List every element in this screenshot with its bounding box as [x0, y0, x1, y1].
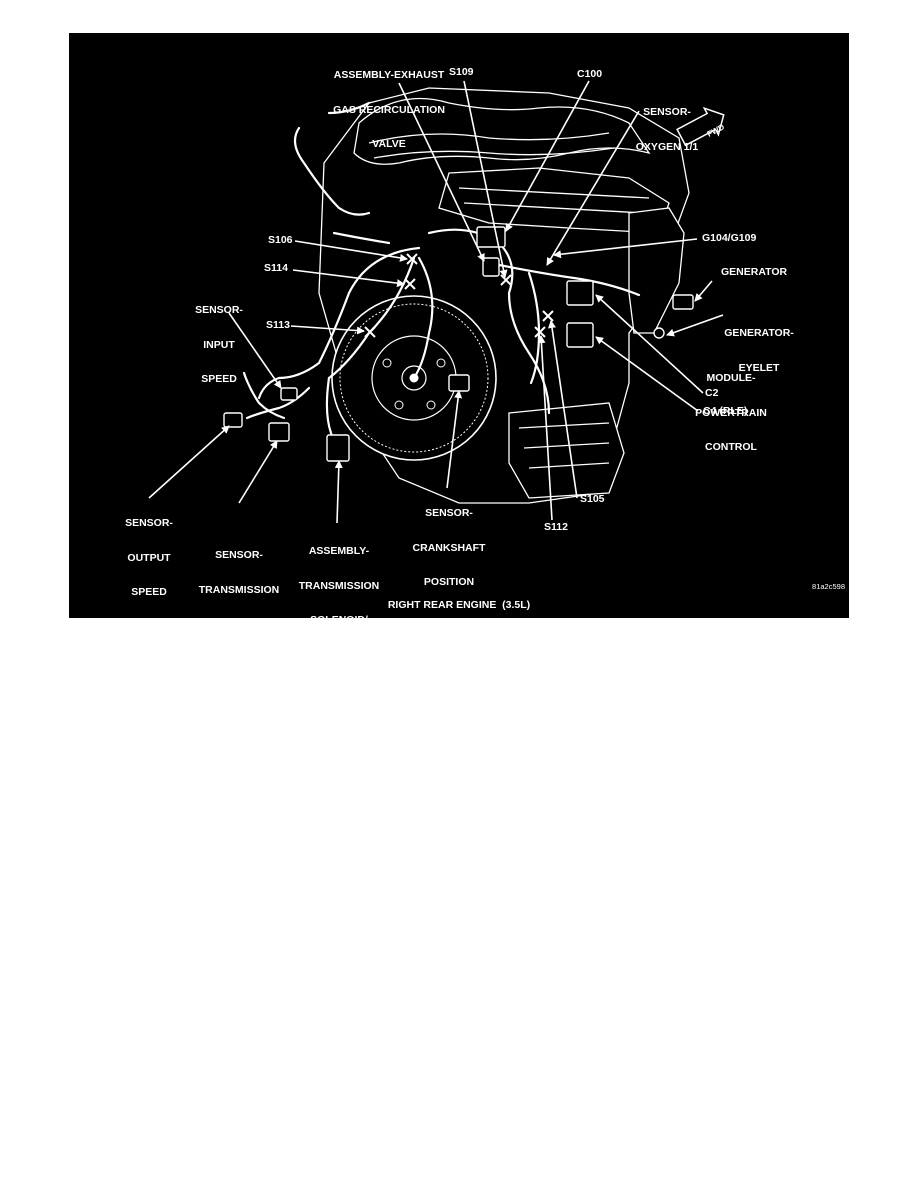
s109-leader — [463, 80, 508, 278]
s112-leader — [537, 335, 553, 521]
generator-label: GENERATOR — [721, 266, 788, 278]
transmission-solenoid-label: ASSEMBLY- TRANSMISSION SOLENOID/ PRESSUR… — [287, 545, 391, 695]
s106-label: S106 — [268, 234, 293, 246]
output-speed-sensor-label: SENSOR- OUTPUT SPEED — [125, 517, 173, 598]
s113-label: S113 — [266, 319, 290, 331]
s105-leader — [548, 320, 578, 499]
output-speed-leader — [148, 425, 230, 499]
s113-leader — [290, 325, 365, 335]
o2-leader — [546, 110, 640, 266]
generator-leader — [694, 280, 713, 302]
input-speed-connector — [280, 387, 298, 401]
s109-label: S109 — [449, 66, 474, 78]
transmission-range-sensor-label: SENSOR- TRANSMISSION RANGE (RLE) — [198, 549, 280, 665]
engine-diagram: ASSEMBLY-EXHAUST GAS RECIRCULATION VALVE… — [69, 33, 849, 695]
s105-mark — [542, 310, 554, 322]
splice-marks — [364, 253, 554, 338]
s114-label: S114 — [264, 262, 288, 274]
eyelet-leader — [666, 314, 724, 337]
g104-g109-label: G104/G109 — [702, 232, 757, 244]
s112-label: S112 — [544, 521, 568, 533]
fwd-direction-badge — [676, 106, 725, 147]
s106-mark — [406, 253, 418, 265]
c4-rle-label: C4 (RLE) — [703, 405, 748, 417]
egr-valve-label: ASSEMBLY-EXHAUST GAS RECIRCULATION VALVE — [333, 69, 445, 150]
leader-lines — [148, 80, 724, 524]
trans-solenoid-leader — [334, 460, 343, 524]
input-speed-leader — [228, 312, 282, 389]
generator-eyelet-label: GENERATOR- EYELET — [724, 327, 794, 374]
c100-connector — [476, 226, 506, 248]
trans-solenoid-connector — [326, 434, 350, 462]
g104-leader — [553, 238, 698, 259]
c4-leader — [595, 336, 699, 412]
s114-mark — [404, 278, 416, 290]
c2-leader — [595, 294, 704, 394]
figure-image-id: 81a2c598 — [812, 582, 845, 591]
s105-label: S105 — [580, 493, 605, 505]
egr-leader — [398, 82, 485, 262]
crankshaft-connector — [448, 374, 470, 392]
trans-range-connector — [268, 422, 290, 442]
c2-label: C2 — [705, 387, 719, 399]
crankshaft-position-sensor-label: SENSOR- CRANKSHAFT POSITION — [412, 507, 486, 588]
s113-mark — [364, 326, 376, 338]
generator-eyelet-terminal — [653, 327, 665, 339]
input-speed-sensor-label: SENSOR- INPUT SPEED — [195, 304, 243, 385]
egr-connector — [482, 257, 500, 277]
trans-range-leader — [238, 440, 278, 504]
oxygen-sensor-label: SENSOR- OXYGEN 1/1 — [635, 106, 699, 153]
s106-leader — [294, 240, 408, 262]
figure-caption: RIGHT REAR ENGINE (3.5L) — [387, 599, 531, 611]
c100-leader — [505, 80, 590, 232]
generator-connector — [672, 294, 694, 310]
pcm-c2-connector — [566, 280, 594, 306]
engine-illustration — [69, 33, 849, 618]
output-speed-connector — [223, 412, 243, 428]
powertrain-control-module-label: MODULE- POWERTRAIN CONTROL — [695, 372, 767, 453]
pcm-c4-connector — [566, 322, 594, 348]
crankshaft-leader — [446, 390, 463, 489]
c100-label: C100 — [577, 68, 603, 80]
connectors — [223, 226, 694, 462]
s114-leader — [292, 269, 405, 288]
